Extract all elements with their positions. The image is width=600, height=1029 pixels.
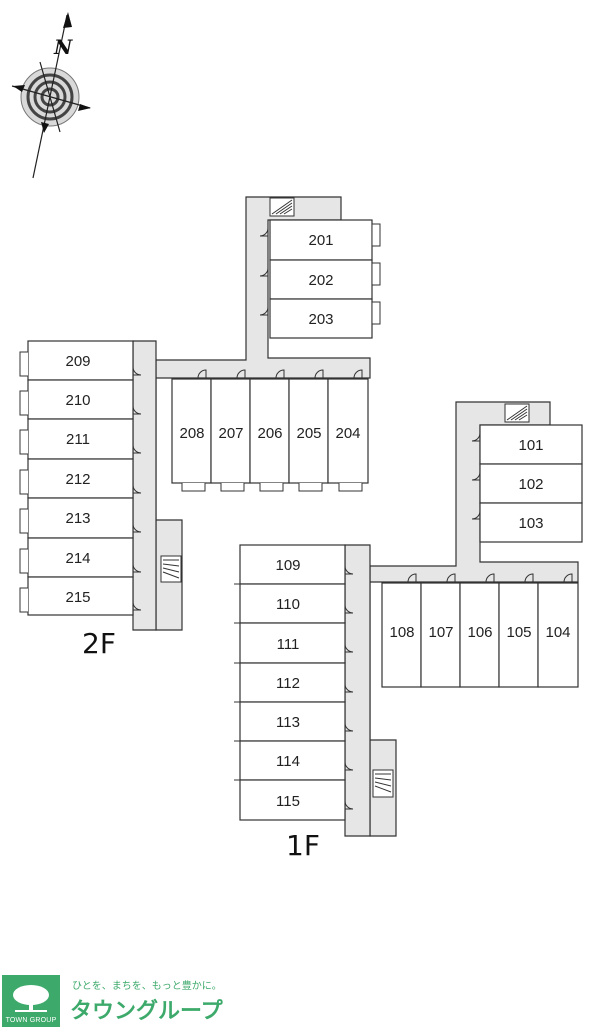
room-label: 206 — [257, 425, 282, 442]
room-label: 214 — [65, 550, 90, 567]
room-label: 213 — [65, 510, 90, 527]
room-label: 107 — [428, 624, 453, 641]
room-label: 109 — [275, 557, 300, 574]
room-102: 102 — [479, 463, 583, 504]
room-label: 110 — [276, 596, 300, 613]
compass-rose-icon — [11, 12, 91, 179]
room-label: 113 — [276, 714, 300, 731]
compass: N — [11, 12, 91, 179]
room-label: 103 — [518, 515, 543, 532]
floor-2f: 201 202 203 — [19, 196, 381, 660]
room-label: 203 — [308, 311, 333, 328]
room-label: 210 — [65, 392, 90, 409]
room-label: 208 — [179, 425, 204, 442]
room-label: 101 — [518, 437, 543, 454]
stairs-icon — [269, 197, 295, 217]
room-label: 108 — [389, 624, 414, 641]
room-label: 215 — [65, 589, 90, 606]
room-label: 105 — [506, 624, 531, 641]
room-label: 201 — [308, 232, 333, 249]
room-label: 212 — [65, 471, 90, 488]
door-icon — [471, 432, 481, 520]
logo-mark: TOWN GROUP — [2, 975, 60, 1027]
tree-icon — [13, 985, 49, 1012]
room-label: 112 — [276, 675, 300, 692]
room-101: 101 — [479, 424, 583, 465]
room-202: 202 — [269, 259, 381, 300]
room-label: 205 — [296, 425, 321, 442]
room-label: 102 — [518, 476, 543, 493]
company-name: タウングループ — [70, 999, 223, 1024]
room-label: 114 — [276, 753, 300, 770]
company-tagline: ひとを、まちを、もっと豊かに。 — [72, 981, 222, 992]
room-label: 202 — [308, 272, 333, 289]
company-logo: TOWN GROUP ひとを、まちを、もっと豊かに。 タウングループ — [2, 975, 302, 1029]
room-label: 104 — [545, 624, 570, 641]
stairs-icon — [160, 555, 182, 583]
logo-mark-text: TOWN GROUP — [5, 1017, 57, 1024]
room-201: 201 — [269, 219, 381, 261]
room-label: 204 — [335, 425, 360, 442]
room-label: 115 — [276, 793, 300, 810]
floor-label-1f: 1F — [286, 829, 320, 862]
room-label: 207 — [218, 425, 243, 442]
room-row-2f: 208 207 206 205 204 — [171, 369, 369, 492]
room-label: 106 — [467, 624, 492, 641]
room-label: 111 — [277, 636, 300, 653]
stairs-icon — [372, 769, 394, 798]
stairs-icon — [504, 403, 530, 423]
room-203: 203 — [269, 298, 381, 339]
door-icon — [259, 227, 269, 316]
floor-1f: 101 102 103 — [234, 401, 583, 862]
room-column-2f: 209 210 211 212 213 214 215 — [19, 340, 142, 616]
room-row-1f: 108 107 106 105 104 — [381, 573, 579, 688]
room-label: 211 — [66, 431, 90, 448]
floor-label-2f: 2F — [82, 627, 116, 660]
room-column-1f: 109 110 111 112 113 114 115 — [234, 544, 354, 821]
room-label: 209 — [65, 353, 90, 370]
compass-north-label: N — [53, 35, 73, 59]
room-103: 103 — [479, 502, 583, 543]
